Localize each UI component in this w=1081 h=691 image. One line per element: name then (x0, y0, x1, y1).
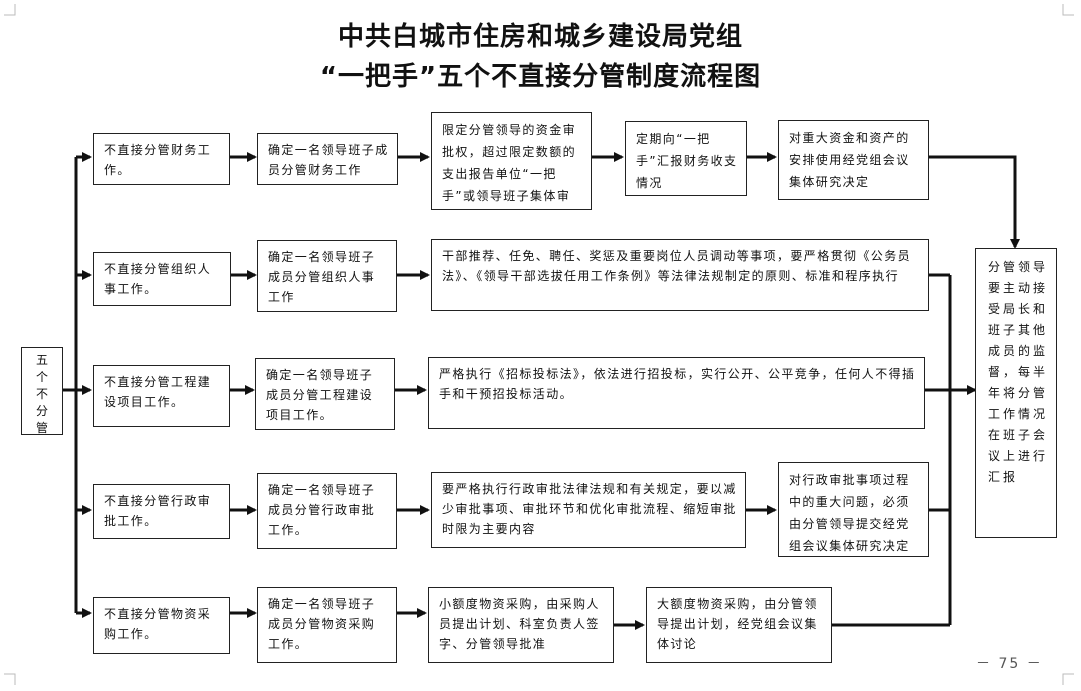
row3-category-box: 不直接分管工程建设项目工作。 (93, 365, 230, 427)
row2-assign-box: 确定一名领导班子成员分管组织人事工作 (257, 240, 397, 312)
diagram-title-line2: “一把手”五个不直接分管制度流程图 (319, 62, 762, 92)
root-char: 不 (35, 387, 48, 401)
crop-mark-bottom-left (4, 673, 16, 685)
diagram-title-line1: 中共白城市住房和城乡建设局党组 (337, 22, 743, 52)
row5-step2-box: 大额度物资采购，由分管领导提出计划，经党组会议集体讨论 (646, 587, 832, 663)
root-five-no-manage-box: 五 个 不 分 管 (21, 347, 63, 435)
final-supervision-box: 分管领导要主动接受局长和班子其他成员的监督，每半年将分管工作情况在班子会议上进行… (975, 248, 1057, 538)
row5-step1-box: 小额度物资采购，由采购人员提出计划、科室负责人签字、分管领导批准 (428, 587, 614, 663)
page-number: － 75 － (976, 656, 1043, 672)
row5-assign-box: 确定一名领导班子成员分管物资采购工作。 (257, 587, 397, 663)
row4-assign-box: 确定一名领导班子成员分管行政审批工作。 (257, 473, 397, 549)
root-char: 个 (35, 370, 48, 384)
row5-category-box: 不直接分管物资采购工作。 (93, 597, 230, 654)
row3-step1-box: 严格执行《招标投标法》，依法进行招投标，实行公开、公平竞争，任何人不得插手和干预… (428, 357, 925, 429)
root-char: 五 (35, 353, 48, 367)
row1-step2-box: 定期向“一把手”汇报财务收支情况 (625, 121, 747, 196)
row3-assign-box: 确定一名领导班子成员分管工程建设项目工作。 (255, 358, 395, 430)
row4-category-box: 不直接分管行政审批工作。 (93, 484, 230, 539)
crop-mark-top-right (1062, 4, 1074, 16)
row1-assign-box: 确定一名领导班子成员分管财务工作 (257, 133, 398, 185)
row1-category-box: 不直接分管财务工作。 (93, 133, 230, 185)
row1-step3-box: 对重大资金和资产的安排使用经党组会议集体研究决定 (778, 120, 929, 200)
row2-category-box: 不直接分管组织人事工作。 (93, 252, 231, 306)
row4-step1-box: 要严格执行行政审批法律法规和有关规定，要以减少审批事项、审批环节和优化审批流程、… (431, 472, 746, 548)
arrow-row1-to-final (929, 155, 1020, 249)
row1-step1-box: 限定分管领导的资金审批权，超过限定数额的支出报告单位“一把手”或领导班子集体审批 (431, 112, 592, 210)
crop-mark-top-left (4, 4, 16, 16)
crop-mark-bottom-right (1062, 673, 1074, 685)
row4-step2-box: 对行政审批事项过程中的重大问题，必须由分管领导提交经党组会议集体研究决定 (778, 462, 929, 557)
row2-step1-box: 干部推荐、任免、聘任、奖惩及重要岗位人员调动等事项，要严格贯彻《公务员法》、《领… (431, 239, 929, 311)
root-char: 分 (35, 404, 48, 418)
root-char: 管 (35, 421, 48, 435)
